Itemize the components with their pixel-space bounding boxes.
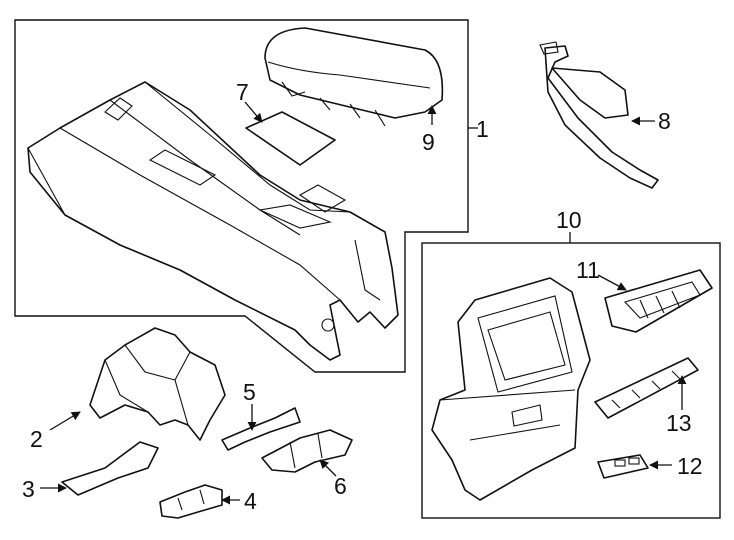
callout-7: 7 (236, 79, 249, 105)
storage-mat (245, 111, 336, 166)
mounting-bracket (261, 429, 353, 473)
callout-3: 3 (22, 476, 35, 502)
callout-9: 9 (422, 129, 435, 155)
console-group-frame (14, 19, 469, 373)
lower-bracket-left (61, 441, 159, 496)
leader-2 (49, 411, 81, 431)
leader-7 (244, 101, 263, 123)
callout-6: 6 (334, 473, 347, 499)
rear-trim-panel (431, 277, 591, 501)
callout-13: 13 (666, 410, 692, 436)
callout-4: 4 (244, 488, 257, 514)
lower-bracket-center (159, 484, 223, 519)
callout-10: 10 (556, 207, 582, 233)
switch-panel (594, 357, 699, 419)
trim-group-frame (421, 242, 721, 519)
air-vent (604, 269, 713, 333)
leader-6 (319, 459, 337, 477)
callout-8: 8 (658, 108, 671, 134)
callout-1: 1 (476, 116, 489, 142)
console-body (27, 81, 399, 361)
small-bracket (221, 407, 301, 451)
support-bracket (89, 327, 226, 441)
leader-11 (597, 274, 627, 291)
upper-bracket (539, 41, 659, 189)
callout-11: 11 (576, 257, 600, 283)
armrest-lid (264, 27, 444, 127)
callout-2: 2 (30, 426, 43, 452)
usb-module (597, 454, 649, 479)
callout-12: 12 (677, 453, 703, 479)
callout-5: 5 (243, 379, 256, 405)
